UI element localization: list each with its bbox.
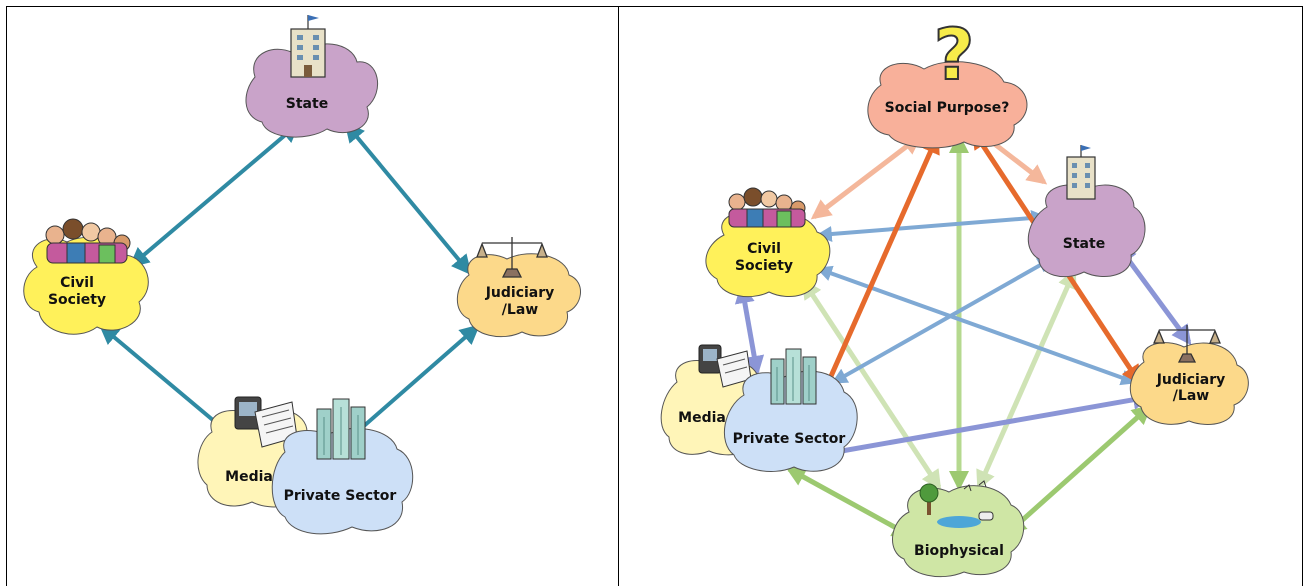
- scales-icon: [476, 237, 548, 278]
- state-label: State: [286, 96, 328, 112]
- arrow-private-biophysical: [785, 466, 913, 538]
- skyscrapers-icon: [770, 348, 817, 405]
- arrow-civil-state: [128, 122, 301, 268]
- media-label: Media: [678, 410, 726, 426]
- social-purpose-label: Social Purpose?: [885, 100, 1010, 116]
- node-state: State: [245, 15, 378, 138]
- judiciary-cloud: [1129, 342, 1249, 425]
- building-icon: [290, 15, 326, 78]
- trees-animals-icon: [919, 480, 994, 528]
- civil-society-label-line2: Society: [735, 258, 793, 274]
- node-social-purpose: ? Social Purpose?: [867, 13, 1028, 149]
- people-group-icon: [45, 218, 131, 264]
- left-diagram: State Civil Society Judiciary /Law: [23, 15, 581, 535]
- node-judiciary: Judiciary /Law: [1129, 325, 1249, 425]
- newspaper-tv-icon: [698, 344, 752, 388]
- arrow-state-biophysical: [976, 268, 1077, 491]
- right-diagram-panel: ? Social Purpose? Civil Society Stat: [618, 6, 1303, 586]
- arrow-judiciary-biophysical: [1006, 404, 1152, 535]
- media-label: Media: [225, 469, 273, 485]
- arrow-civil-private: [734, 283, 765, 376]
- node-civil-society: Civil Society: [23, 218, 149, 335]
- civil-society-label-line2: Society: [48, 292, 106, 308]
- scales-icon: [1153, 325, 1221, 363]
- biophysical-cloud: [892, 485, 1025, 578]
- question-mark-icon: ?: [934, 14, 975, 96]
- private-sector-label: Private Sector: [284, 488, 397, 504]
- left-diagram-panel: State Civil Society Judiciary /Law: [6, 6, 618, 586]
- state-label: State: [1063, 236, 1105, 252]
- civil-society-label-line1: Civil: [747, 241, 781, 257]
- private-sector-label: Private Sector: [733, 431, 846, 447]
- node-biophysical: Biophysical: [892, 480, 1025, 578]
- arrow-private-state: [831, 257, 1054, 384]
- judiciary-label-line2: /Law: [502, 302, 538, 318]
- social-purpose-cloud: [867, 61, 1028, 149]
- civil-society-label-line1: Civil: [60, 275, 94, 291]
- arrow-private-judiciary: [815, 389, 1153, 463]
- node-private-sector: Private Sector: [271, 398, 414, 535]
- node-judiciary: Judiciary /Law: [456, 237, 581, 338]
- skyscrapers-icon: [316, 398, 366, 460]
- biophysical-label: Biophysical: [914, 543, 1004, 559]
- judiciary-label-line1: Judiciary: [485, 285, 555, 301]
- arrow-civil-state: [815, 210, 1048, 242]
- node-civil-society: Civil Society: [705, 187, 831, 298]
- judiciary-cloud: [456, 253, 581, 338]
- people-group-icon: [728, 187, 806, 228]
- building-icon: [1066, 145, 1096, 200]
- node-state: State: [1027, 145, 1146, 278]
- judiciary-label-line1: Judiciary: [1156, 372, 1226, 388]
- arrow-social-private: [821, 133, 940, 396]
- judiciary-label-line2: /Law: [1173, 388, 1209, 404]
- node-private-sector: Private Sector: [724, 348, 858, 472]
- arrow-social-civil: [810, 134, 923, 220]
- arrow-state-judiciary: [344, 121, 472, 276]
- newspaper-tv-icon: [234, 396, 298, 448]
- right-diagram: ? Social Purpose? Civil Society Stat: [660, 13, 1249, 578]
